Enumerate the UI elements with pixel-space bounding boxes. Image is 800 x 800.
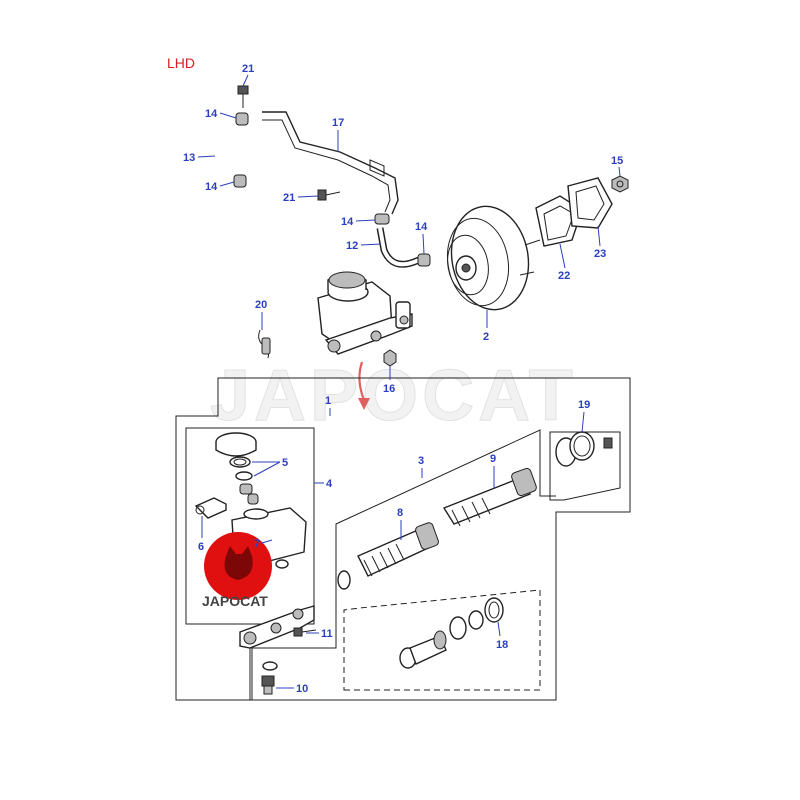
master-cylinder-kit-frame	[175, 377, 631, 701]
svg-text:21: 21	[283, 192, 295, 204]
callout-2: 2	[483, 310, 489, 343]
svg-text:10: 10	[296, 683, 308, 695]
svg-text:7: 7	[254, 538, 260, 550]
callout-1: 1	[325, 395, 331, 416]
callout-14-c: 14	[341, 216, 376, 228]
svg-text:6: 6	[198, 541, 204, 553]
svg-text:14: 14	[205, 181, 218, 193]
vacuum-hose-assembly	[212, 85, 431, 268]
ring-left	[337, 570, 351, 590]
seal-5b	[235, 471, 253, 481]
bolt-11	[293, 627, 317, 637]
svg-text:21: 21	[242, 63, 254, 75]
callout-14-a: 14	[205, 108, 237, 120]
callout-8: 8	[397, 507, 403, 540]
callout-23: 23	[594, 225, 606, 260]
reservoir-cap	[215, 432, 257, 457]
svg-text:11: 11	[321, 628, 333, 640]
callout-18: 18	[496, 621, 508, 651]
logo-text: JAPOCAT	[202, 593, 268, 609]
callout-19: 19	[578, 399, 590, 433]
bolt-10	[261, 675, 275, 695]
cat-icon	[224, 546, 253, 580]
callout-4: 4	[314, 478, 333, 490]
cylinder-body	[239, 605, 315, 649]
svg-text:2: 2	[483, 331, 489, 343]
callout-20: 20	[255, 299, 267, 330]
callout-5: 5	[252, 457, 288, 477]
piston-18	[399, 597, 504, 669]
master-cylinder-assembly	[317, 271, 413, 355]
callout-14-d: 14	[415, 221, 428, 255]
explode-arrow	[358, 361, 370, 410]
piston-boot-9	[442, 467, 537, 527]
svg-text:9: 9	[490, 453, 496, 465]
callout-11: 11	[306, 628, 333, 640]
svg-text:20: 20	[255, 299, 267, 311]
svg-text:5: 5	[282, 457, 288, 469]
svg-text:14: 14	[341, 216, 354, 228]
callout-14-b: 14	[205, 181, 235, 193]
svg-text:1: 1	[325, 395, 331, 407]
svg-text:3: 3	[418, 455, 424, 467]
svg-text:15: 15	[611, 155, 623, 167]
svg-text:18: 18	[496, 639, 508, 651]
nut-15	[611, 175, 629, 193]
svg-text:8: 8	[397, 507, 403, 519]
clip-20	[258, 329, 271, 359]
svg-text:23: 23	[594, 248, 606, 260]
brake-booster	[446, 205, 541, 311]
svg-text:19: 19	[578, 399, 590, 411]
callout-12: 12	[346, 240, 382, 252]
svg-text:14: 14	[205, 108, 218, 120]
svg-text:4: 4	[326, 478, 333, 490]
washer-16	[383, 349, 397, 367]
svg-text:12: 12	[346, 240, 358, 252]
svg-text:22: 22	[558, 270, 570, 282]
piston-boot-8	[357, 522, 439, 577]
callout-6: 6	[198, 516, 204, 553]
region-label: LHD	[167, 55, 195, 71]
booster-plate	[567, 177, 613, 229]
callout-9: 9	[490, 453, 496, 488]
callout-21-top: 21	[242, 63, 254, 87]
callout-22: 22	[558, 243, 570, 282]
callout-13: 13	[183, 152, 216, 164]
oring-bottom	[262, 661, 278, 671]
grommets	[239, 483, 259, 505]
sensor-6	[194, 497, 227, 519]
callout-3: 3	[418, 455, 424, 478]
watermark-text: JAPOCAT	[210, 356, 577, 436]
callout-16: 16	[383, 366, 395, 395]
callout-10: 10	[276, 683, 308, 695]
japocat-logo: JAPOCAT	[202, 532, 272, 609]
callout-21-mid: 21	[283, 192, 319, 204]
seal-5a	[229, 456, 251, 468]
callout-17: 17	[332, 117, 344, 152]
seal-ring-19	[555, 431, 613, 467]
svg-text:17: 17	[332, 117, 344, 129]
svg-text:13: 13	[183, 152, 195, 164]
callout-15: 15	[611, 155, 623, 177]
svg-text:16: 16	[383, 383, 395, 395]
svg-text:14: 14	[415, 221, 428, 233]
callout-7: 7	[254, 538, 273, 550]
